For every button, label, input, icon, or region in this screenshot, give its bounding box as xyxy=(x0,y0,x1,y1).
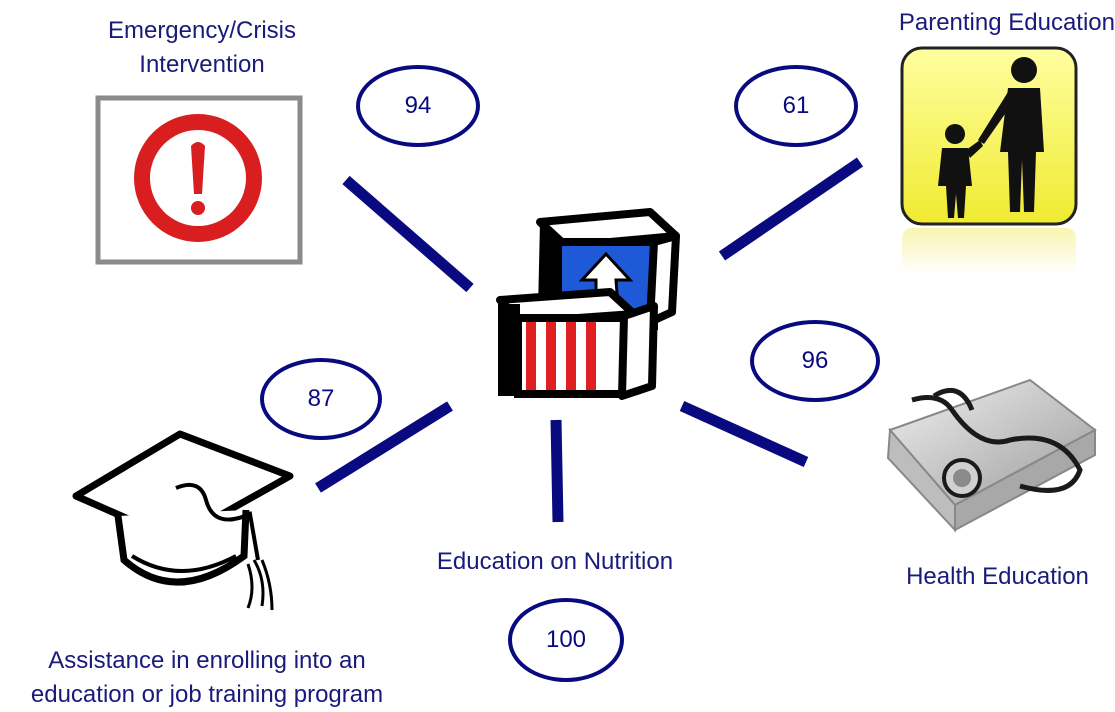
line-parenting xyxy=(718,157,864,261)
line-emergency xyxy=(342,175,474,293)
value-oval-parenting: 61 xyxy=(734,65,858,147)
line-nutrition xyxy=(550,419,564,523)
label-emergency-line1: Emergency/Crisis xyxy=(107,17,297,44)
label-emergency-line2: Intervention xyxy=(139,51,265,78)
value-oval-emergency: 94 xyxy=(356,65,480,147)
label-enrolling-line2: education or job training program xyxy=(30,681,384,708)
line-enrolling xyxy=(315,401,453,493)
value-oval-nutrition: 100 xyxy=(508,598,624,682)
line-health xyxy=(679,400,809,468)
label-health: Health Education xyxy=(906,563,1089,590)
label-enrolling-line1: Assistance in enrolling into an xyxy=(48,647,366,674)
label-parenting: Parenting Education xyxy=(898,9,1115,36)
label-emergency: Emergency/Crisis Intervention xyxy=(72,14,332,82)
label-nutrition: Education on Nutrition xyxy=(436,548,674,575)
value-oval-enrolling: 87 xyxy=(260,358,382,440)
value-oval-health: 96 xyxy=(750,320,880,402)
label-enrolling: Assistance in enrolling into an educatio… xyxy=(0,644,414,712)
